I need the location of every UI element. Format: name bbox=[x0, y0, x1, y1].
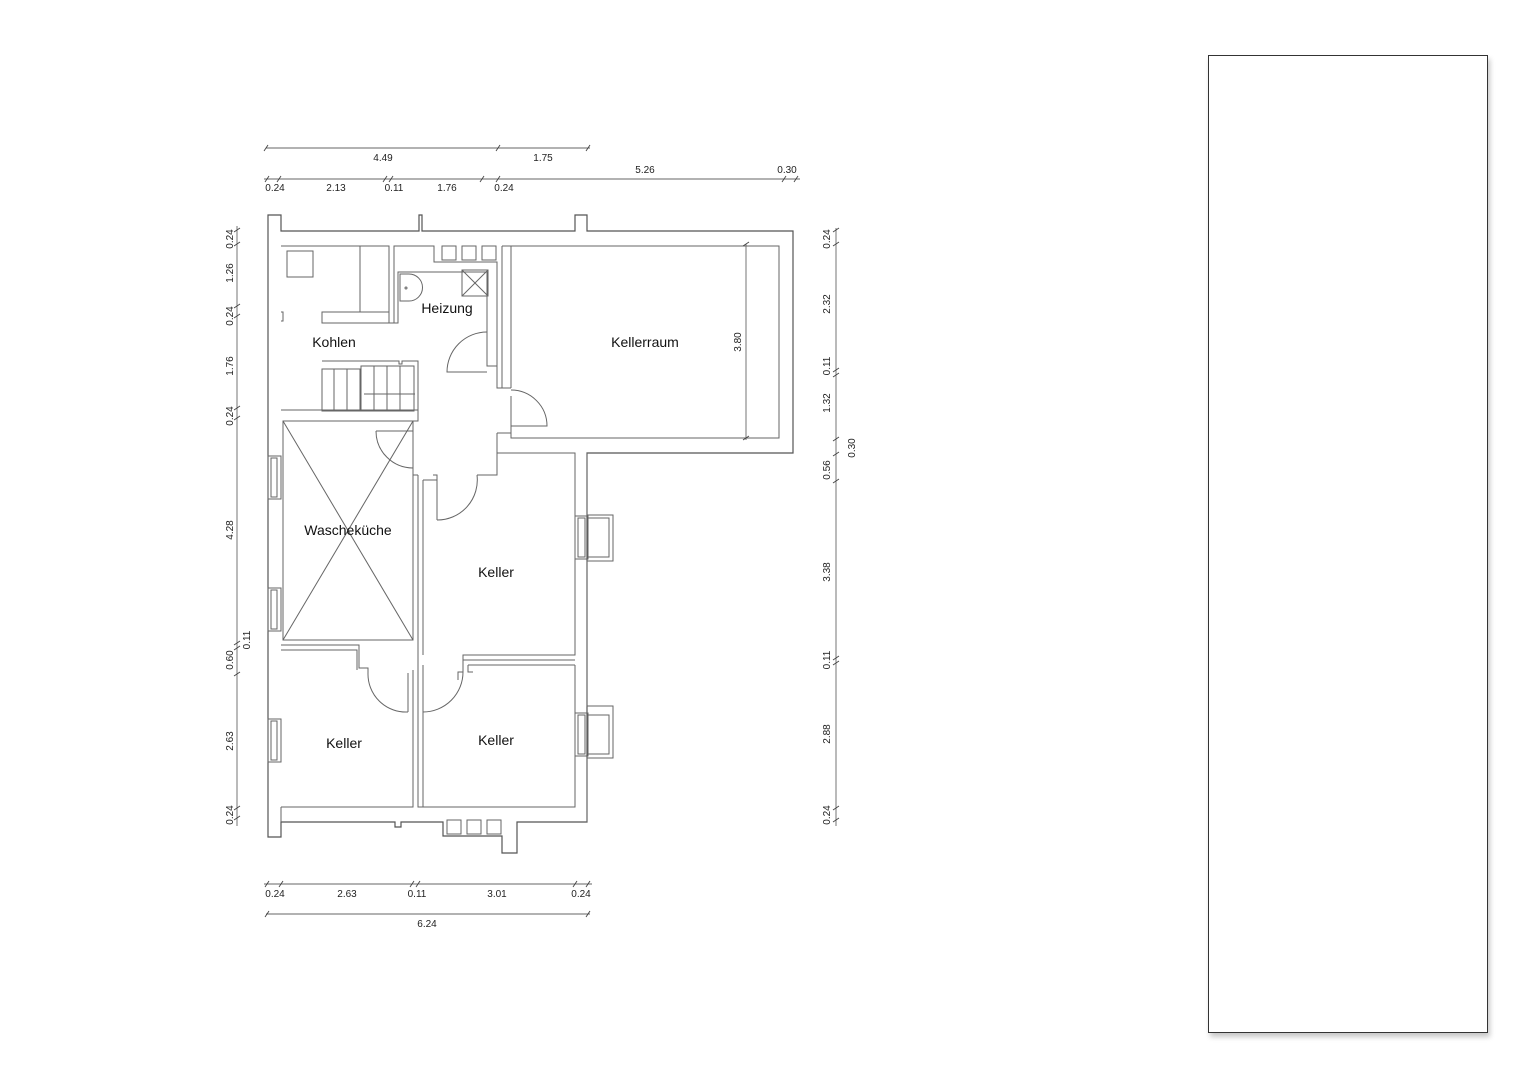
dim-text: 2.88 bbox=[822, 724, 833, 744]
dim-text: 5.26 bbox=[635, 165, 655, 176]
room-label-keller-center: Keller bbox=[478, 564, 514, 580]
dim-text: 1.32 bbox=[822, 393, 833, 413]
dim-text: 0.24 bbox=[571, 889, 591, 900]
bottom-dimension-chain: 0.24 2.63 0.11 3.01 0.24 6.24 bbox=[264, 880, 592, 930]
dim-text: 0.24 bbox=[822, 805, 833, 825]
dim-text: 0.24 bbox=[265, 183, 285, 194]
room-label-kellerraum: Kellerraum bbox=[611, 334, 679, 350]
dim-text: 0.30 bbox=[847, 438, 858, 458]
right-dimension-chain: 0.24 2.32 0.11 1.32 0.30 0.56 3.38 0.11 … bbox=[822, 227, 858, 826]
dim-text: 0.24 bbox=[494, 183, 514, 194]
dim-text: 3.01 bbox=[487, 889, 507, 900]
dim-text: 0.11 bbox=[822, 356, 833, 375]
dim-text: 4.49 bbox=[373, 153, 393, 164]
dim-text: 0.11 bbox=[385, 183, 404, 194]
kellerraum-height-dimension: 3.80 bbox=[733, 241, 750, 441]
top-dimension-chain: 4.49 1.75 0.24 2.13 0.11 1.76 0.24 5.26 … bbox=[263, 144, 800, 194]
dim-text: 3.38 bbox=[822, 562, 833, 582]
walls bbox=[267, 214, 794, 854]
room-label-waschekueche: Wascheküche bbox=[304, 522, 392, 538]
room-labels: Kohlen Heizung Kellerraum Wascheküche Ke… bbox=[304, 300, 679, 751]
dim-text: 2.32 bbox=[822, 294, 833, 314]
dim-text: 0.11 bbox=[242, 630, 253, 649]
doors bbox=[367, 331, 548, 713]
dim-text: 0.24 bbox=[822, 229, 833, 249]
left-dimension-chain: 0.24 1.26 0.24 1.76 0.24 4.28 0.60 0.11 … bbox=[225, 226, 253, 826]
dim-text: 0.30 bbox=[777, 165, 797, 176]
dim-text: 0.24 bbox=[225, 306, 236, 326]
dim-text: 0.60 bbox=[225, 650, 236, 670]
dim-text: 3.80 bbox=[733, 332, 744, 352]
room-label-keller-bottom-right: Keller bbox=[478, 732, 514, 748]
dim-text: 0.24 bbox=[225, 805, 236, 825]
dim-text: 0.24 bbox=[265, 889, 285, 900]
dim-text: 6.24 bbox=[417, 919, 437, 930]
dim-text: 2.13 bbox=[326, 183, 346, 194]
blank-side-panel bbox=[1208, 55, 1488, 1033]
dim-text: 2.63 bbox=[337, 889, 357, 900]
room-label-kohlen: Kohlen bbox=[312, 334, 356, 350]
dim-text: 4.28 bbox=[225, 520, 236, 540]
dim-text: 0.56 bbox=[822, 460, 833, 480]
dim-text: 0.11 bbox=[408, 889, 427, 900]
dim-text: 1.26 bbox=[225, 263, 236, 283]
room-label-keller-bottom-left: Keller bbox=[326, 735, 362, 751]
dim-text: 1.76 bbox=[225, 356, 236, 376]
dim-text: 0.11 bbox=[822, 650, 833, 669]
dim-text: 1.75 bbox=[533, 153, 553, 164]
dim-text: 0.24 bbox=[225, 229, 236, 249]
dim-text: 2.63 bbox=[225, 731, 236, 751]
room-label-heizung: Heizung bbox=[421, 300, 472, 316]
dim-text: 0.24 bbox=[225, 406, 236, 426]
dim-text: 1.76 bbox=[437, 183, 457, 194]
